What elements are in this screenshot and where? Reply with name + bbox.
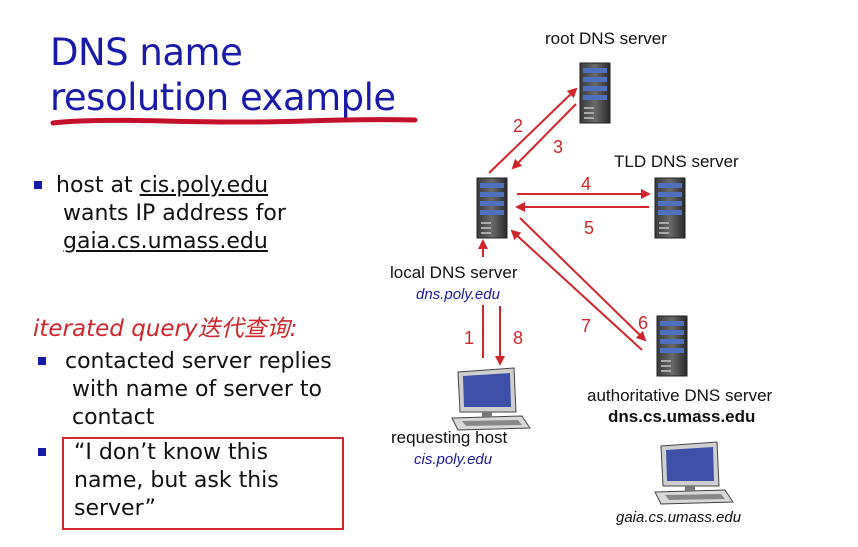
auth-server-icon (656, 315, 688, 377)
title-underline-stroke (50, 117, 418, 126)
step-1-label: 1 (464, 328, 475, 348)
requesting-host-domain: cis.poly.edu (414, 451, 493, 468)
replies-line-2: with name of server to (72, 377, 322, 402)
step-7-label: 7 (581, 316, 592, 336)
tld-server-icon (654, 177, 686, 239)
step-6-label: 6 (638, 313, 649, 333)
arrow-6 (519, 217, 647, 342)
step-4-label: 4 (581, 174, 592, 194)
quote-box (62, 437, 344, 530)
step-5-label: 5 (584, 218, 595, 238)
bullet-marker (38, 357, 46, 365)
replies-line-1: contacted server replies (65, 349, 332, 374)
root-server-icon (579, 62, 611, 124)
quote-line-3: server” (74, 496, 156, 521)
local-server-label: local DNS server (390, 263, 518, 282)
bullet-replies: contacted server replies with name of se… (65, 348, 332, 432)
root-server-label: root DNS server (545, 29, 667, 48)
replies-line-3: contact (72, 405, 155, 430)
bullet-marker (34, 181, 42, 189)
arrow-2 (488, 87, 578, 174)
local-server-icon (476, 177, 508, 239)
title-line-2: resolution example (50, 76, 396, 119)
target-host-computer-icon (654, 441, 734, 505)
quote-line-1: “I don’t know this (74, 440, 269, 465)
host-domain: cis.poly.edu (139, 173, 269, 198)
step-2-label: 2 (513, 116, 524, 136)
arrow-3 (511, 103, 577, 170)
target-domain: gaia.cs.umass.edu (63, 229, 268, 254)
host-line-2: wants IP address for (63, 201, 286, 226)
auth-server-label: authoritative DNS server (587, 386, 773, 405)
tld-server-label: TLD DNS server (614, 152, 739, 171)
bullet-host: host at cis.poly.edu wants IP address fo… (56, 172, 286, 256)
quote-line-2: name, but ask this (74, 468, 279, 493)
bullet-quote: “I don’t know this name, but ask this se… (74, 439, 279, 523)
requesting-host-computer-icon (451, 367, 531, 431)
step-8-label: 8 (513, 328, 524, 348)
arrow-7 (510, 229, 643, 351)
auth-server-domain: dns.cs.umass.edu (608, 407, 756, 426)
local-server-domain: dns.poly.edu (416, 286, 500, 303)
iterated-query-heading: iterated query迭代查询: (33, 316, 298, 342)
requesting-host-label: requesting host (391, 428, 508, 447)
title-line-1: DNS name (50, 31, 243, 74)
page-title: DNS name resolution example (50, 30, 396, 120)
step-3-label: 3 (553, 137, 564, 157)
bullet-marker (38, 448, 46, 456)
host-prefix: host at (56, 173, 140, 198)
target-host-domain: gaia.cs.umass.edu (616, 509, 742, 526)
